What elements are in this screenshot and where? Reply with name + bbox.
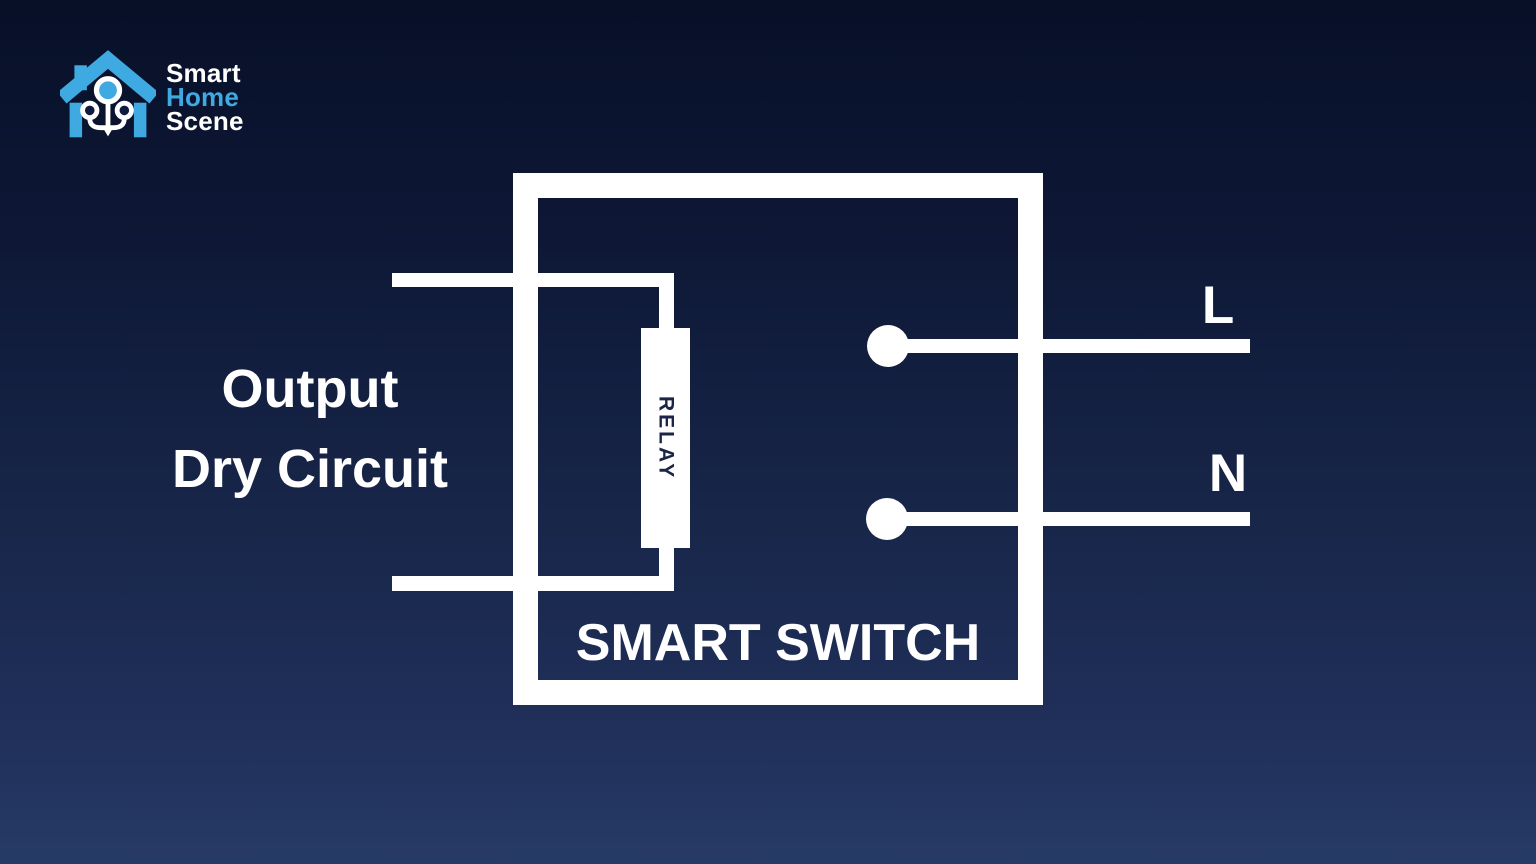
smart-switch-label: SMART SWITCH [575,614,981,672]
brand-wordmark: Smart Home Scene [166,58,244,136]
neutral-wire [888,512,1250,526]
relay-connector-top [659,273,674,335]
brand-word-home: Home [166,82,240,112]
right-wall-shape [133,102,147,138]
output-label-line1: Output [221,359,399,419]
brand-word-scene: Scene [166,106,244,136]
circuit-branch-left [87,117,108,131]
relay-connector-bottom [659,541,674,591]
circuit-node-left [80,100,100,120]
brand-word-smart: Smart [166,58,241,88]
smart-switch-box-outline [513,173,1043,705]
output-wire-top [392,273,674,287]
live-terminal-label: L [1201,276,1235,335]
brand-logo: Smart Home Scene [60,50,244,142]
circuit-node-large [93,76,123,105]
circuit-tip [102,126,114,137]
circuit-branch-right [108,117,127,131]
circuit-node-right [114,100,134,120]
output-wire-bottom [392,576,674,591]
left-wall-shape [69,102,83,138]
relay-label: RELAY [654,395,678,481]
roof-shape [60,50,156,104]
relay-component: RELAY [641,328,690,548]
neutral-terminal-label: N [1208,444,1248,503]
smart-home-house-icon [60,50,156,138]
output-label-line2: Dry Circuit [171,439,449,499]
live-wire [888,339,1250,353]
